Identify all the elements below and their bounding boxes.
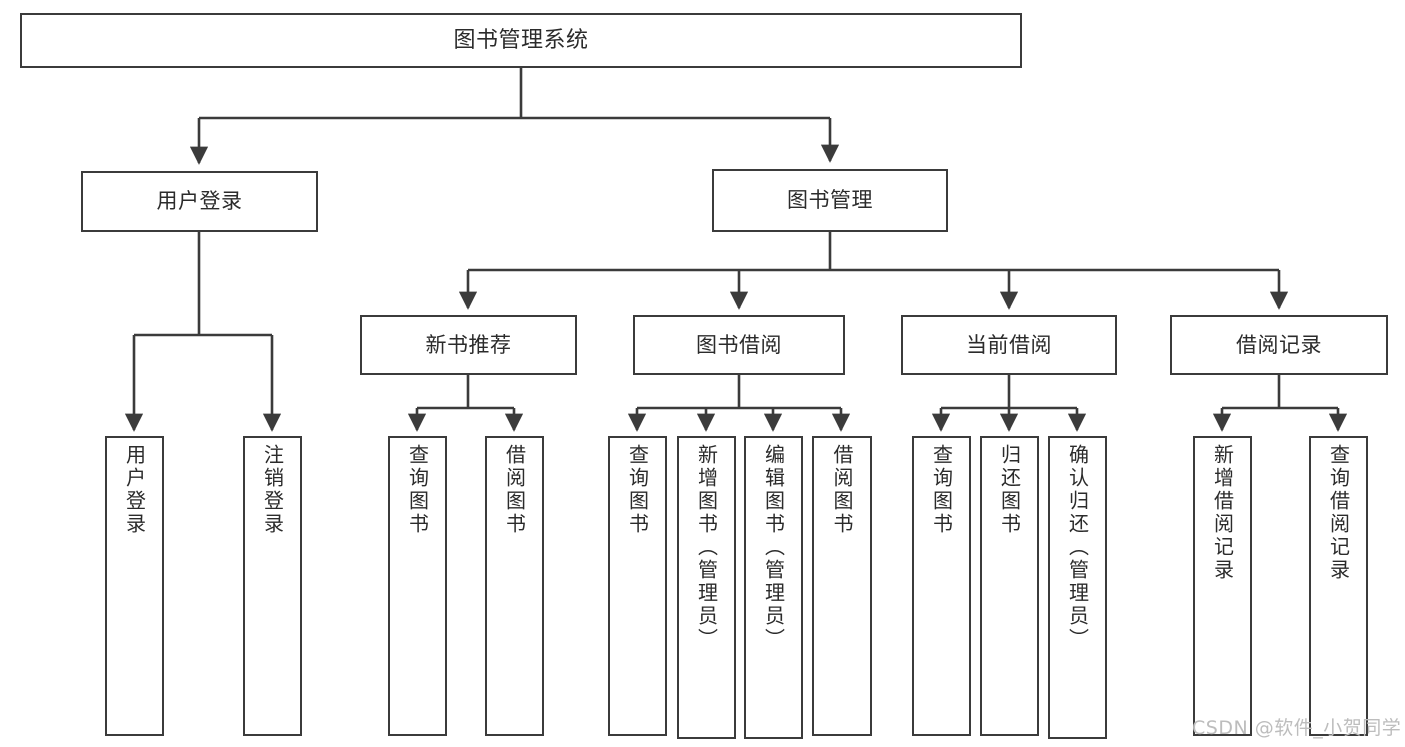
leaf-logout[interactable]: 注销登录: [243, 436, 302, 736]
leaf-add-borrow-record[interactable]: 新增借阅记录: [1193, 436, 1252, 736]
node-borrow-records-label: 借阅记录: [1236, 332, 1322, 357]
node-user-login-label: 用户登录: [156, 189, 243, 214]
leaf-new-book-borrow[interactable]: 借阅图书: [485, 436, 544, 736]
leaf-borrow-query-book-label: 查询图书: [625, 444, 650, 536]
node-new-book-recommend-label: 新书推荐: [425, 332, 512, 357]
leaf-return-book[interactable]: 归还图书: [980, 436, 1039, 736]
leaf-user-login-label: 用户登录: [122, 444, 147, 536]
leaf-return-book-label: 归还图书: [997, 444, 1022, 536]
leaf-new-book-query-label: 查询图书: [405, 444, 430, 536]
node-book-borrow-label: 图书借阅: [696, 332, 782, 357]
leaf-borrow-query-book[interactable]: 查询图书: [608, 436, 667, 736]
leaf-new-book-borrow-label: 借阅图书: [502, 444, 527, 536]
leaf-query-borrow-record[interactable]: 查询借阅记录: [1309, 436, 1368, 736]
watermark: CSDN @软件_小贺同学: [1192, 717, 1402, 739]
leaf-borrow-book-label: 借阅图书: [830, 444, 854, 536]
node-borrow-records[interactable]: 借阅记录: [1170, 315, 1388, 375]
leaf-current-query-book[interactable]: 查询图书: [912, 436, 971, 736]
node-root-label: 图书管理系统: [453, 27, 589, 53]
node-current-borrow[interactable]: 当前借阅: [901, 315, 1117, 375]
leaf-confirm-return-admin[interactable]: 确认归还（管理员）: [1048, 436, 1107, 739]
leaf-new-book-query[interactable]: 查询图书: [388, 436, 447, 736]
node-new-book-recommend[interactable]: 新书推荐: [360, 315, 577, 375]
leaf-borrow-book[interactable]: 借阅图书: [812, 436, 872, 736]
leaf-user-login[interactable]: 用户登录: [105, 436, 164, 736]
leaf-add-book-admin[interactable]: 新增图书（管理员）: [677, 436, 736, 739]
node-book-management-label: 图书管理: [787, 188, 873, 213]
node-current-borrow-label: 当前借阅: [966, 332, 1052, 357]
node-root[interactable]: 图书管理系统: [20, 13, 1022, 68]
leaf-confirm-return-admin-label: 确认归还（管理员）: [1065, 444, 1090, 651]
node-book-borrow[interactable]: 图书借阅: [633, 315, 845, 375]
leaf-query-borrow-record-label: 查询借阅记录: [1326, 444, 1351, 582]
leaf-current-query-book-label: 查询图书: [929, 444, 954, 536]
node-user-login[interactable]: 用户登录: [81, 171, 318, 232]
leaf-logout-label: 注销登录: [260, 444, 285, 536]
leaf-edit-book-admin-label: 编辑图书（管理员）: [761, 444, 786, 651]
leaf-add-book-admin-label: 新增图书（管理员）: [694, 444, 719, 651]
node-book-management[interactable]: 图书管理: [712, 169, 948, 232]
leaf-add-borrow-record-label: 新增借阅记录: [1210, 444, 1235, 582]
leaf-edit-book-admin[interactable]: 编辑图书（管理员）: [744, 436, 803, 739]
